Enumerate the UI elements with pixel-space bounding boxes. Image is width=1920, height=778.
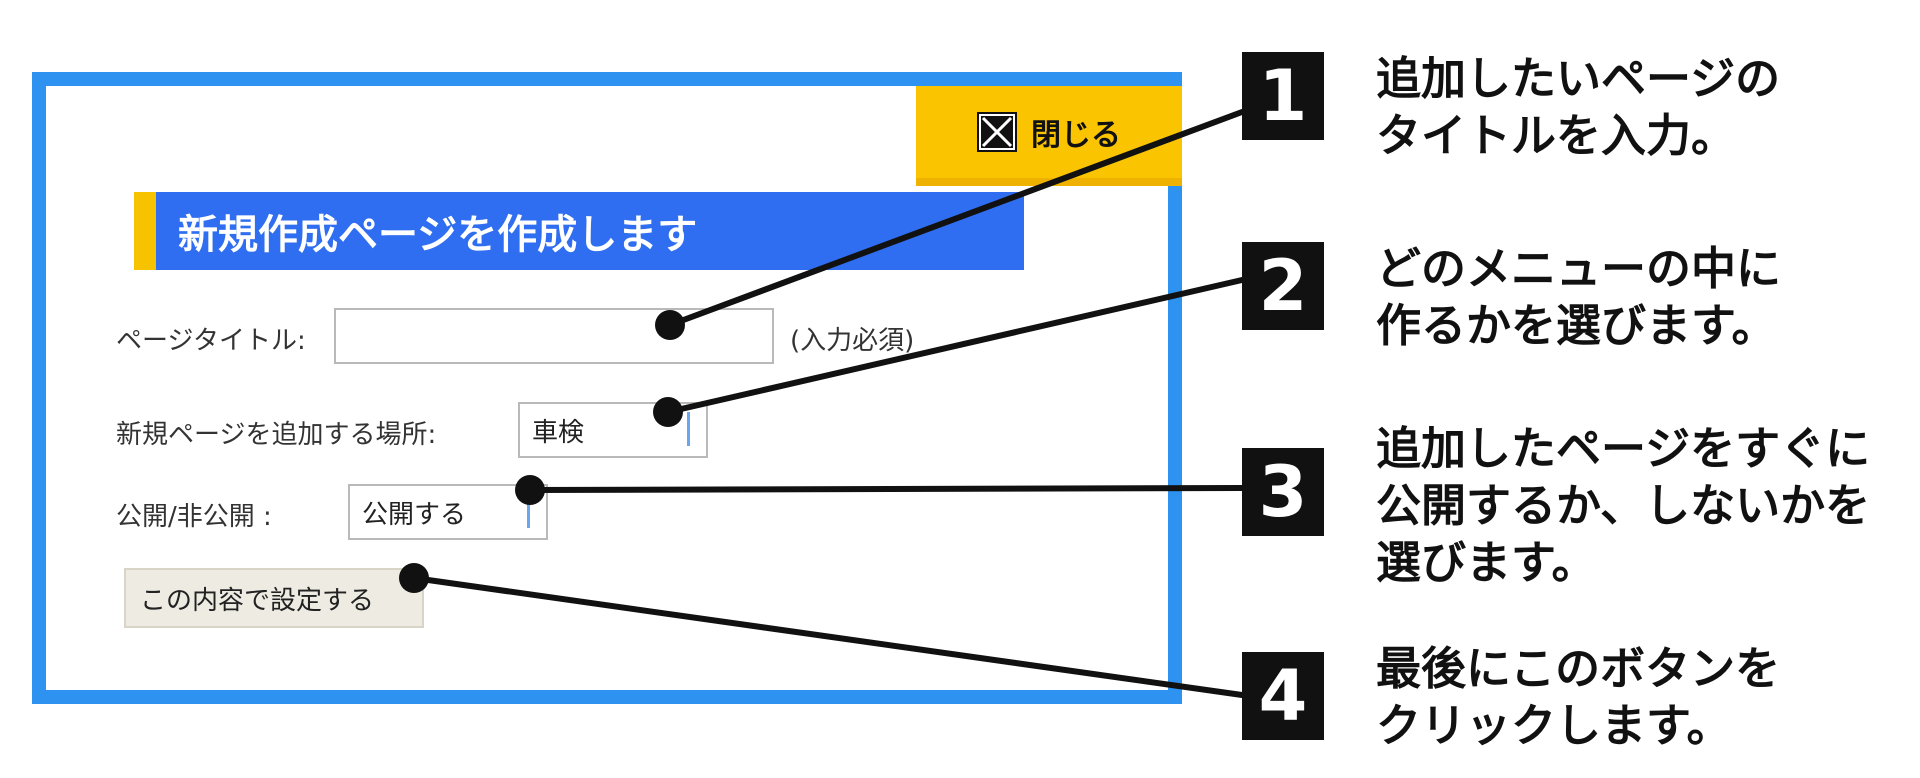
callout-line-2 — [665, 277, 1245, 415]
callout-line-4 — [411, 575, 1245, 698]
location-select-value: 車検 — [532, 417, 585, 448]
callout-dot-4 — [399, 563, 429, 593]
publish-select-value: 公開する — [362, 499, 467, 530]
publish-select[interactable]: 公開する — [348, 484, 548, 540]
callout-line-1 — [667, 109, 1245, 328]
dialog-panel: 閉じる 新規作成ページを作成します ページタイトル: (入力必須) 新規ページを… — [32, 72, 1182, 704]
submit-button-label: この内容で設定する — [140, 585, 375, 616]
dialog-heading: 新規作成ページを作成します — [134, 192, 1024, 270]
close-button-label: 閉じる — [1031, 118, 1121, 153]
annotation-text-4: 最後にこのボタンを クリックします。 — [1376, 642, 1781, 752]
callout-dot-2 — [653, 397, 683, 427]
submit-button[interactable]: この内容で設定する — [124, 568, 424, 628]
annotation-text-1: 追加したいページの タイトルを入力。 — [1376, 52, 1781, 162]
step-number-3: 3 — [1242, 448, 1324, 536]
dropdown-arrow-icon — [527, 494, 540, 528]
page-title-input[interactable] — [334, 308, 774, 364]
annotation-text-2: どのメニューの中に 作るかを選びます。 — [1376, 242, 1782, 352]
callout-dot-3 — [515, 475, 545, 505]
required-note: (入力必須) — [790, 326, 915, 356]
annotation-text-3: 追加したページをすぐに 公開するか、しないかを 選びます。 — [1376, 422, 1871, 589]
dropdown-arrow-icon — [687, 412, 700, 446]
page-title-label: ページタイトル: — [116, 326, 306, 356]
close-icon — [977, 112, 1017, 152]
step-number-2: 2 — [1242, 242, 1324, 330]
callout-line-3 — [527, 485, 1245, 493]
callout-dot-1 — [655, 310, 685, 340]
publish-label: 公開/非公開 : — [116, 502, 272, 532]
location-label: 新規ページを追加する場所: — [116, 420, 437, 450]
step-number-1: 1 — [1242, 52, 1324, 140]
heading-text: 新規作成ページを作成します — [178, 212, 698, 258]
step-number-4: 4 — [1242, 652, 1324, 740]
